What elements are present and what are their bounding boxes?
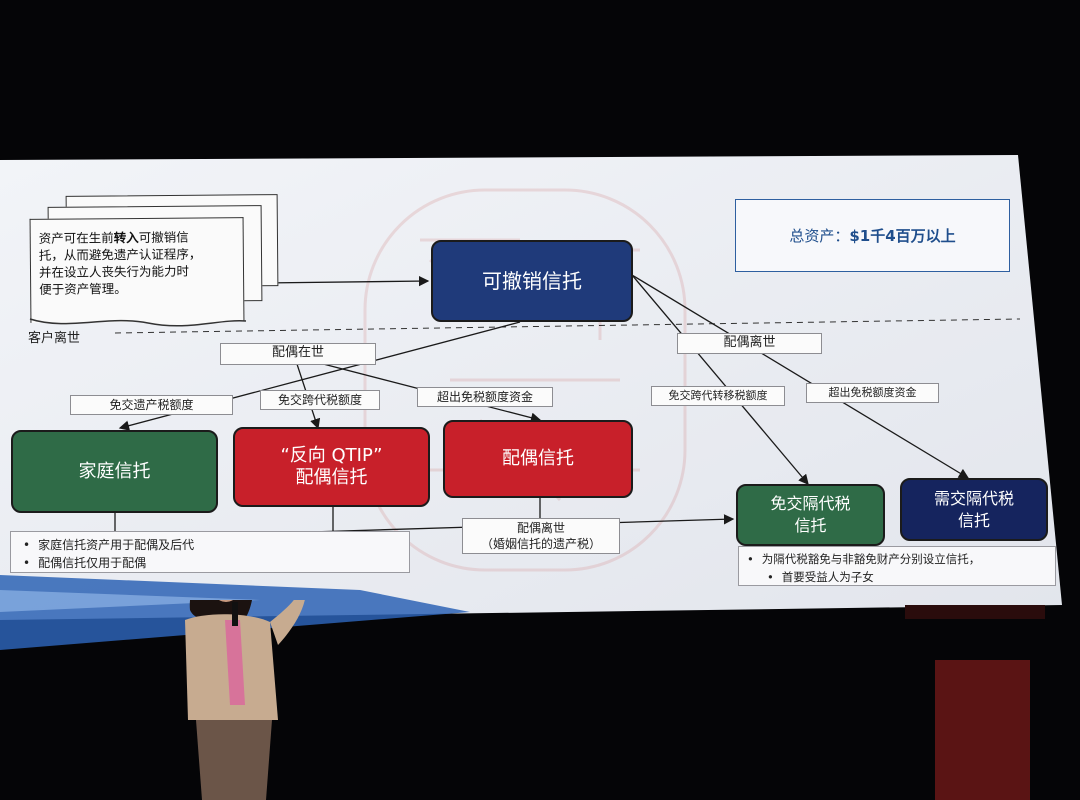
excess-funds-left-label: 超出免税额度资金 bbox=[417, 387, 553, 407]
family-trust-node: 家庭信托 bbox=[11, 430, 218, 513]
presenter bbox=[185, 600, 305, 800]
reverse-qtip-line-1: “反向 QTIP” bbox=[280, 445, 383, 466]
doc-wavy-edge bbox=[29, 318, 247, 327]
doc-line-1c: 可撤销信 bbox=[138, 229, 189, 245]
gst-nonexempt-trust-node: 需交隔代税 信托 bbox=[900, 478, 1048, 541]
gst-trust-note-2-text: 首要受益人为子女 bbox=[781, 570, 874, 584]
stage-edge bbox=[905, 605, 1045, 619]
gst-nonexempt-line-2: 信托 bbox=[957, 510, 990, 530]
client-death-label: 客户离世 bbox=[28, 331, 81, 346]
client-death-divider bbox=[114, 318, 1021, 334]
stage-scene bbox=[185, 600, 1045, 800]
doc-line-3: 并在设立人丧失行为能力时 bbox=[38, 263, 190, 280]
gst-exempt-line-1: 免交隔代税 bbox=[770, 494, 851, 513]
reverse-qtip-trust-node: “反向 QTIP” 配偶信托 bbox=[233, 427, 430, 507]
family-trust-notes: 家庭信托资产用于配偶及后代 配偶信托仅用于配偶 bbox=[10, 531, 410, 573]
total-assets-amount: $1千4百万以上 bbox=[849, 227, 956, 245]
gst-trust-note-2: 首要受益人为子女 bbox=[747, 568, 1055, 586]
slide-ribbon-highlight bbox=[0, 590, 260, 612]
doc-line-1: 资产可在生前转入可撤销信 bbox=[39, 228, 235, 247]
spouse-deceased-bottom-line-2: （婚姻信托的遗产税） bbox=[480, 537, 601, 551]
spouse-deceased-bottom-label: 配偶离世 （婚姻信托的遗产税） bbox=[462, 518, 620, 554]
reverse-qtip-line-2: 配偶信托 bbox=[295, 467, 368, 488]
family-trust-note-2: 配偶信托仅用于配偶 bbox=[23, 554, 409, 572]
gst-exempt-trust-node: 免交隔代税 信托 bbox=[736, 484, 885, 546]
doc-line-2: 托，从而避免遗产认证程序， bbox=[38, 246, 202, 263]
doc-line-1a: 资产可在生前 bbox=[38, 230, 114, 246]
gst-trust-note-1: 为隔代税豁免与非豁免财产分别设立信托， bbox=[747, 550, 1055, 568]
spouse-deceased-bottom-line-1: 配偶离世 bbox=[516, 521, 565, 535]
doc-sheet-front: 资产可在生前转入可撤销信 托，从而避免遗产认证程序， 并在设立人丧失行为能力时 … bbox=[29, 217, 245, 323]
spouse-deceased-top-label: 配偶离世 bbox=[677, 333, 822, 354]
spousal-trust-node: 配偶信托 bbox=[443, 420, 633, 498]
excess-funds-right-label: 超出免税额度资金 bbox=[806, 383, 939, 403]
total-assets-box: 总资产：$1千4百万以上 bbox=[735, 199, 1010, 272]
red-banner bbox=[935, 660, 1030, 800]
family-trust-note-1: 家庭信托资产用于配偶及后代 bbox=[23, 536, 409, 554]
doc-line-1b-bold: 转入 bbox=[113, 229, 139, 246]
gst-nonexempt-line-1: 需交隔代税 bbox=[933, 488, 1014, 508]
total-assets-label: 总资产： bbox=[789, 227, 850, 245]
gst-exempt-line-2: 信托 bbox=[794, 516, 827, 535]
gst-exemption-label: 免交跨代税额度 bbox=[260, 390, 380, 410]
gst-trust-notes: 为隔代税豁免与非豁免财产分别设立信托， 首要受益人为子女 bbox=[738, 546, 1056, 586]
estate-exemption-label: 免交遗产税额度 bbox=[70, 395, 233, 415]
doc-line-4: 便于资产管理。 bbox=[39, 281, 127, 297]
spouse-alive-label: 配偶在世 bbox=[220, 343, 376, 365]
doc-note-text: 资产可在生前转入可撤销信 托，从而避免遗产认证程序， 并在设立人丧失行为能力时 … bbox=[31, 218, 244, 298]
revocable-trust-node: 可撤销信托 bbox=[431, 240, 633, 322]
gst-transfer-exemption-label: 免交跨代转移税额度 bbox=[651, 386, 785, 406]
